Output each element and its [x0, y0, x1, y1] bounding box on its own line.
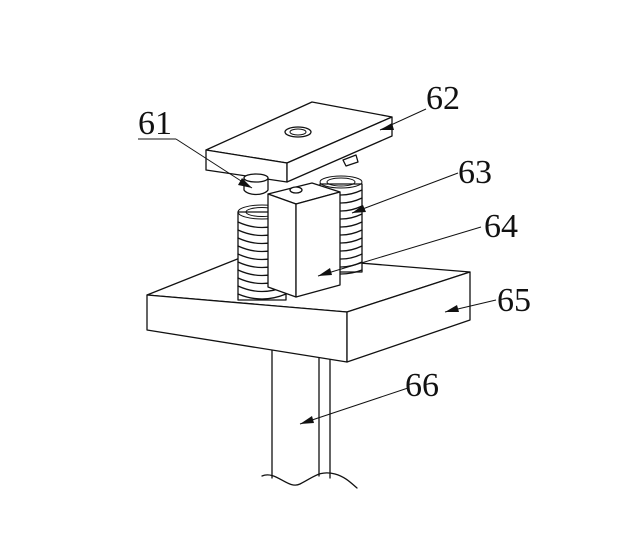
leader-63 — [351, 172, 459, 214]
shaft-66 — [261, 349, 358, 489]
top-plate-62 — [205, 101, 393, 183]
label-63: 63 — [458, 154, 492, 191]
label-61: 61 — [138, 105, 172, 142]
block-hole — [289, 186, 303, 194]
leader-65 — [444, 299, 497, 313]
leader-61 — [138, 138, 253, 189]
leader-62 — [379, 108, 427, 131]
label-65: 65 — [497, 282, 531, 319]
label-66: 66 — [405, 367, 439, 404]
leader-64 — [317, 226, 482, 277]
leader-66 — [299, 387, 409, 425]
label-64: 64 — [484, 208, 518, 245]
center-block-64 — [267, 182, 341, 298]
pin-61 — [243, 173, 269, 196]
label-62: 62 — [426, 80, 460, 117]
